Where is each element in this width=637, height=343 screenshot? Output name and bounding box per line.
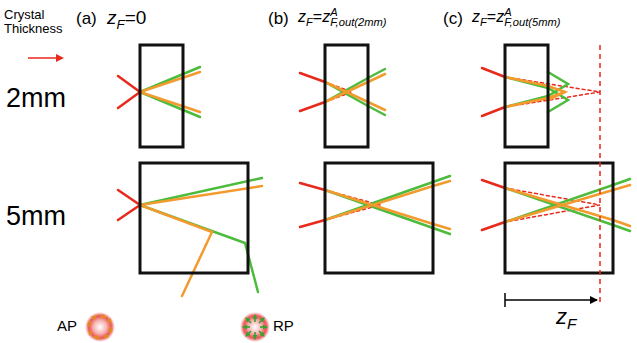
polarization-label: AP [57,318,77,335]
ap-icon [85,312,115,342]
crystal-outline [140,45,613,273]
panel-letter: (a) [76,10,97,29]
text-part: F,out(2mm) [330,16,386,28]
condition-label: zF=zAF,out(2mm) [298,8,387,26]
text-part: F,out(5mm) [504,16,560,28]
focus-plane [599,45,601,305]
text-part: z [107,8,117,29]
panel-letter: (c) [443,10,463,29]
thickness-label: 2mm [6,84,66,114]
text-part: = [313,8,322,26]
rp-icon [240,312,270,342]
panel-letter: (b) [268,10,289,29]
text-part: z [472,8,480,26]
text-part: z [556,305,567,329]
text-part: = [487,8,496,26]
text-part: F [480,16,487,28]
input-arrow [28,54,64,62]
text-part: =0 [125,8,147,29]
dimension-label: zF [556,305,576,329]
axis-title: Crystal Thickness [4,8,82,37]
dimension-bracket [505,293,597,307]
thickness-label: 5mm [6,202,66,232]
beam-rays [118,67,630,296]
text-part: z [496,8,504,26]
text-part: z [322,8,330,26]
condition-label: zF=zAF,out(5mm) [472,8,561,26]
text-part: z [298,8,306,26]
condition-label: zF=0 [107,8,146,29]
text-part: F [306,16,313,28]
text-part: F [117,18,125,33]
polarization-label: RP [273,318,294,335]
text-part: F [567,316,576,333]
